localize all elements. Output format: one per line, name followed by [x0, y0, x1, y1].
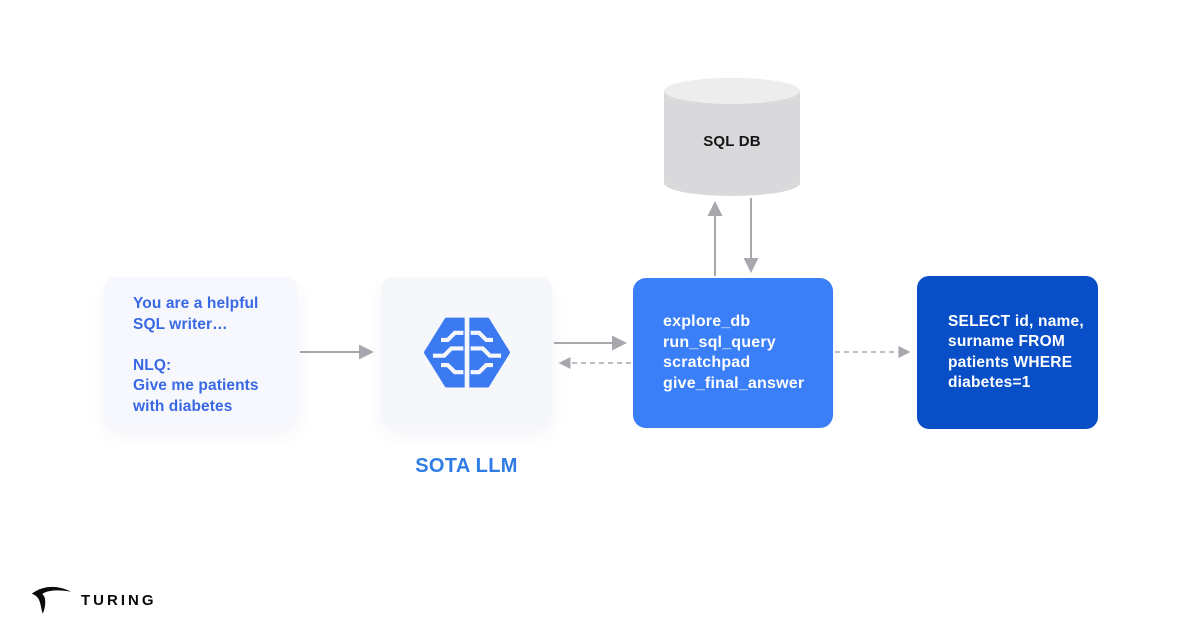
db-label: SQL DB	[703, 132, 761, 150]
tools-text: explore_db run_sql_query scratchpad give…	[663, 313, 805, 392]
brain-trace	[470, 330, 493, 342]
database-cylinder-icon	[664, 78, 800, 196]
cylinder-body	[664, 78, 800, 196]
prompt-text: You are a helpful SQL writer… NLQ: Give …	[133, 295, 259, 415]
tools-box: explore_db run_sql_query scratchpad give…	[633, 278, 833, 428]
brain-trace	[440, 362, 463, 374]
result-text: SELECT id, name, surname FROM patients W…	[948, 312, 1084, 392]
brand-logo: TURING	[30, 584, 157, 616]
sql-db-node: SQL DB	[664, 78, 800, 196]
cylinder-top	[664, 78, 800, 104]
brand-name: TURING	[81, 591, 157, 609]
result-box: SELECT id, name, surname FROM patients W…	[917, 276, 1098, 429]
brain-trace	[440, 330, 463, 342]
brain-trace	[470, 362, 493, 374]
brain-chip-icon	[423, 316, 510, 388]
llm-label: SOTA LLM	[415, 455, 518, 477]
prompt-box: You are a helpful SQL writer… NLQ: Give …	[104, 277, 298, 427]
llm-box	[381, 277, 552, 427]
brain-trace	[432, 345, 463, 358]
turing-swoosh-icon	[31, 586, 72, 614]
brain-trace	[470, 345, 501, 358]
